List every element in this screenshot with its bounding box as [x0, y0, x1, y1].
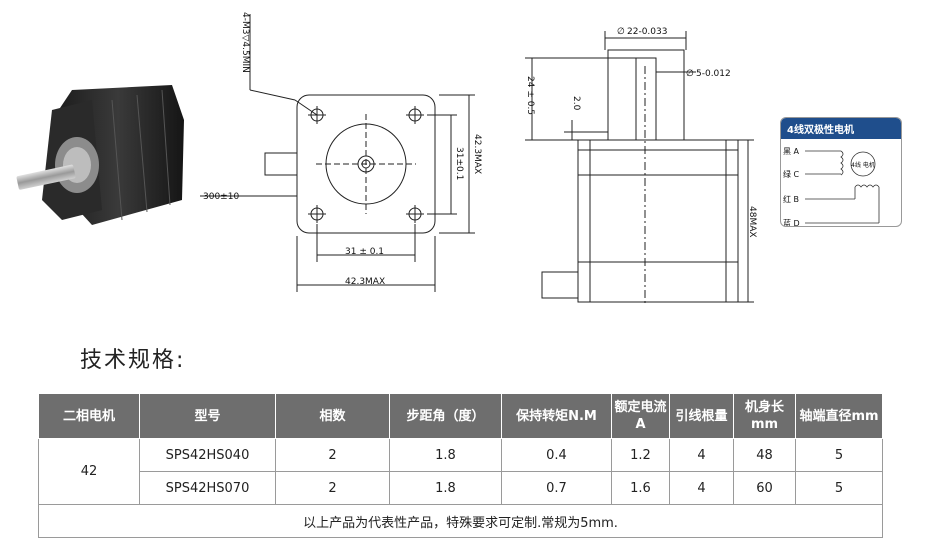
boss-height-label: 2.0 [571, 96, 581, 111]
wiring-diagram: 黑 A 绿 C 红 B 蓝 D 4线 电机 [783, 147, 880, 227]
header-body-length: 机身长mm [733, 393, 796, 439]
wiring-lead-b: 红 B [783, 194, 799, 204]
table-row: SPS42HS070 2 1.8 0.7 1.6 4 60 5 [39, 471, 883, 505]
cell-lead-count: 4 [669, 438, 734, 472]
lead-length-label: 300±10 [203, 192, 239, 202]
motor-size-cell: 42 [38, 438, 140, 505]
cell-body-length: 60 [733, 471, 796, 505]
header-model: 型号 [139, 393, 276, 439]
cell-body-length: 48 [733, 438, 796, 472]
diameter-symbol-1: ∅ [617, 27, 625, 37]
table-note: 以上产品为代表性产品，特殊要求可定制.常规为5mm. [38, 504, 883, 538]
header-step-angle: 步距角（度） [389, 393, 502, 439]
hole-spacing-vertical-label: 31±0.1 [454, 147, 464, 180]
diameter-symbol-2: ∅ [686, 69, 694, 79]
header-shaft-diameter: 轴端直径mm [795, 393, 883, 439]
wiring-lead-a: 黑 A [783, 147, 800, 156]
shaft-length-label: 24 ± 0.5 [525, 76, 535, 115]
cell-rated-current: 1.6 [611, 471, 670, 505]
table-note-row: 以上产品为代表性产品，特殊要求可定制.常规为5mm. [38, 504, 883, 538]
body-width-vertical-label: 42.3MAX [472, 134, 482, 174]
side-view-drawing: ∅ 22-0.033 ∅ 5-0.012 24 ± 0.5 2.0 48MAX [525, 27, 757, 305]
cell-step-angle: 1.8 [389, 438, 502, 472]
wiring-lead-d: 蓝 D [783, 218, 800, 227]
shaft-diameter-label: 5-0.012 [696, 69, 731, 79]
cell-model: SPS42HS040 [139, 438, 276, 472]
cell-phases: 2 [275, 438, 390, 472]
spec-table-header-row: 二相电机 型号 相数 步距角（度） 保持转矩N.M 额定电流A 引线根量 机身长… [38, 393, 883, 439]
cell-shaft-diameter: 5 [795, 438, 883, 472]
table-row: 42 SPS42HS040 2 1.8 0.4 1.2 4 48 5 [38, 438, 883, 505]
cell-step-angle: 1.8 [389, 471, 502, 505]
header-holding-torque: 保持转矩N.M [501, 393, 612, 439]
body-length-label: 48MAX [747, 206, 757, 238]
page-heading: 技术规格: [80, 348, 186, 373]
motor-photo [16, 85, 184, 225]
cell-model: SPS42HS070 [139, 471, 276, 505]
header-motor-type: 二相电机 [38, 393, 140, 439]
header-rated-current: 额定电流A [611, 393, 670, 439]
mount-holes-label: 4-M3▽4.5MIN [240, 12, 250, 73]
cell-holding-torque: 0.7 [501, 471, 612, 505]
wiring-diagram-box: 4线双极性电机 黑 A 绿 C 红 B 蓝 D 4线 电机 [780, 117, 902, 227]
cell-phases: 2 [275, 471, 390, 505]
cell-rated-current: 1.2 [611, 438, 670, 472]
wiring-lead-c: 绿 C [783, 170, 800, 179]
body-width-horizontal-label: 42.3MAX [345, 277, 385, 287]
wiring-title: 4线双极性电机 [781, 118, 901, 139]
front-view-drawing: 4-M3▽4.5MIN 300±10 31±0.1 42.3MAX 31 ± 0… [200, 12, 482, 292]
hole-spacing-horizontal-label: 31 ± 0.1 [345, 247, 384, 257]
header-phases: 相数 [275, 393, 390, 439]
spec-table: 二相电机 型号 相数 步距角（度） 保持转矩N.M 额定电流A 引线根量 机身长… [38, 393, 883, 538]
cell-shaft-diameter: 5 [795, 471, 883, 505]
boss-diameter-label: 22-0.033 [627, 27, 667, 37]
cell-holding-torque: 0.4 [501, 438, 612, 472]
cell-lead-count: 4 [669, 471, 734, 505]
wiring-motor-label: 4线 电机 [851, 161, 875, 169]
header-lead-count: 引线根量 [669, 393, 734, 439]
